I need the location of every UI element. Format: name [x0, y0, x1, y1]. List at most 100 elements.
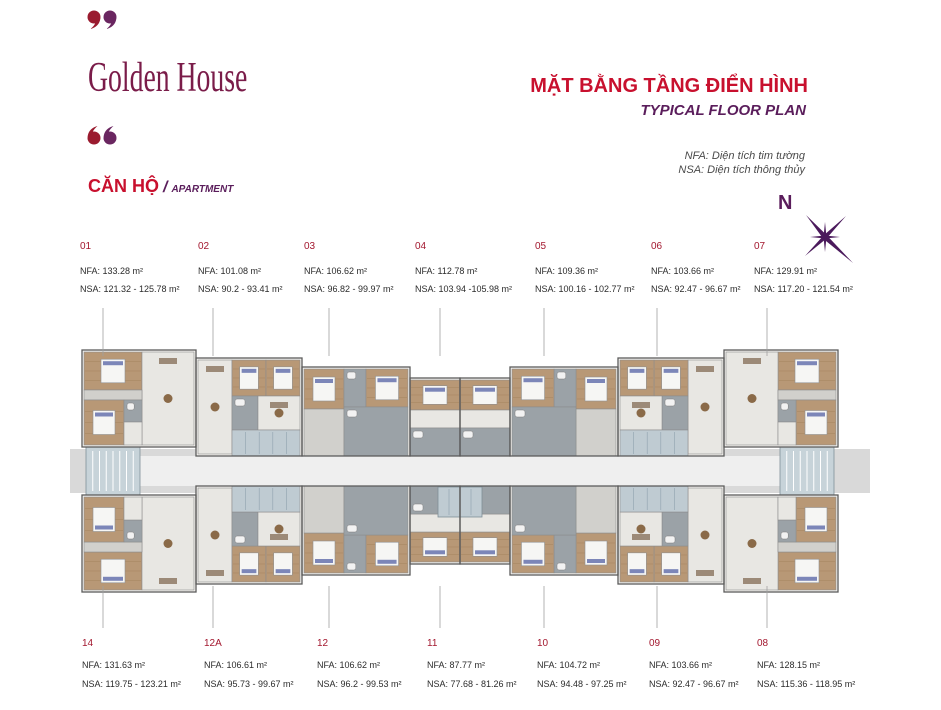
bath-fixture: [780, 531, 789, 540]
unit-nsa: NSA: 121.32 - 125.78 m²: [80, 284, 180, 294]
bath-fixture: [556, 371, 567, 380]
pillow: [523, 378, 543, 383]
unit-nfa: NFA: 101.08 m²: [198, 266, 262, 276]
page-title-vietnamese: MẶT BẰNG TẦNG ĐIỂN HÌNH: [530, 75, 808, 97]
unit-nfa: NFA: 106.61 m²: [204, 660, 268, 670]
pillow: [377, 378, 397, 383]
ornament-top-icon: [87, 10, 117, 29]
kitchen-area: [303, 485, 345, 534]
unit-nsa: NSA: 92.47 - 96.67 m²: [649, 679, 739, 689]
bath-fixture: [126, 402, 135, 411]
unit-nfa: NFA: 104.72 m²: [537, 660, 601, 670]
unit-label-top: 07 NFA: 129.91 m² NSA: 117.20 - 121.54 m…: [754, 241, 864, 297]
bath-fixture: [514, 409, 526, 418]
kitchen-area: [303, 408, 345, 457]
unit-label-bottom: 12 NFA: 106.62 m² NSA: 96.2 - 99.53 m²: [317, 638, 427, 694]
unit-nsa: NSA: 94.48 - 97.25 m²: [537, 679, 627, 689]
unit-nfa: NFA: 87.77 m²: [427, 660, 486, 670]
ornament-drop-purple: [103, 10, 117, 29]
brand-logo: Golden House: [88, 55, 248, 101]
dining-table: [210, 530, 220, 540]
ornament-drop-head: [103, 131, 117, 145]
unit-nfa: NFA: 106.62 m²: [304, 266, 368, 276]
ornament-bottom-icon: [87, 126, 117, 145]
unit-label-bottom: 11 NFA: 87.77 m² NSA: 77.68 - 81.26 m²: [427, 638, 537, 694]
pillow: [95, 412, 113, 417]
pillow: [587, 559, 605, 563]
section-heading: CĂN HỘ / APARTMENT: [88, 176, 233, 200]
pillow: [315, 379, 333, 383]
pillow: [629, 368, 645, 373]
pillow: [275, 368, 291, 373]
ornament-drop-tail: [103, 126, 114, 137]
bath-fixture: [412, 503, 424, 512]
pillow: [275, 569, 291, 574]
unit-nsa: NSA: 115.36 - 118.95 m²: [757, 679, 856, 689]
sofa: [632, 402, 650, 408]
unit-nfa: NFA: 109.36 m²: [535, 266, 599, 276]
sofa: [159, 358, 177, 364]
floor-plan: [70, 308, 870, 628]
pillow: [663, 569, 679, 574]
bath-fixture: [346, 371, 357, 380]
unit-label-bottom: 10 NFA: 104.72 m² NSA: 94.48 - 97.25 m²: [537, 638, 647, 694]
unit-number: 04: [415, 241, 427, 252]
sofa: [696, 570, 714, 576]
unit-nsa: NSA: 90.2 - 93.41 m²: [198, 284, 283, 294]
unit-nfa: NFA: 103.66 m²: [649, 660, 713, 670]
unit-nsa: NSA: 117.20 - 121.54 m²: [754, 284, 853, 294]
building-wall: [459, 485, 511, 565]
sofa: [206, 366, 224, 372]
unit-number: 09: [649, 638, 661, 649]
dining-table: [163, 539, 173, 548]
dining-table: [210, 402, 220, 412]
ornament-drop-head: [87, 10, 101, 24]
dining-table: [636, 408, 646, 418]
legend-nsa: NSA: Diện tích thông thủy: [678, 164, 805, 176]
compass-star-icon: [805, 215, 853, 263]
ornament-drop-tail: [106, 18, 117, 29]
unit-label-bottom: 09 NFA: 103.66 m² NSA: 92.47 - 96.67 m²: [649, 638, 759, 694]
dining-table: [163, 394, 173, 403]
unit-number: 05: [535, 241, 547, 252]
legend-nfa: NFA: Diện tích tim tường: [684, 150, 805, 162]
ornament-drop-head: [87, 131, 101, 145]
living-area: [459, 409, 511, 429]
elevator-core: [231, 485, 301, 513]
dining-table: [274, 408, 284, 418]
unit-number: 12A: [204, 638, 222, 649]
pillow: [663, 368, 679, 373]
compass-ray-horizontal: [810, 235, 840, 239]
unit-nfa: NFA: 129.91 m²: [754, 266, 818, 276]
section-title-vietnamese: CĂN HỘ: [88, 176, 159, 196]
living-area: [123, 496, 143, 521]
living-area: [777, 496, 797, 521]
unit-label-top: 06 NFA: 103.66 m² NSA: 92.47 - 96.67 m²: [651, 241, 761, 297]
pillow: [797, 361, 817, 366]
unit-nsa: NSA: 100.16 - 102.77 m²: [535, 284, 635, 294]
ornament-drop-purple: [103, 126, 117, 145]
pillow: [807, 412, 825, 417]
compass-north-label: N: [778, 192, 793, 214]
pillow: [241, 368, 257, 373]
unit-label-bottom: 14 NFA: 131.63 m² NSA: 119.75 - 123.21 m…: [82, 638, 192, 694]
unit-number: 14: [82, 638, 94, 649]
section-title-english: APARTMENT: [171, 184, 234, 195]
kitchen-area: [575, 485, 617, 534]
unit-number: 07: [754, 241, 766, 252]
sofa: [743, 358, 761, 364]
bath-fixture: [234, 398, 246, 407]
ornament-drop-red: [87, 126, 101, 145]
compass-ray-long: [806, 215, 853, 263]
bath-fixture: [412, 430, 424, 439]
elevator-core: [231, 429, 301, 457]
pillow: [95, 525, 113, 530]
sofa: [206, 570, 224, 576]
pillow: [103, 576, 123, 581]
bath-fixture: [346, 409, 358, 418]
unit-nfa: NFA: 131.63 m²: [82, 660, 146, 670]
sofa: [159, 578, 177, 584]
unit-label-top: 01 NFA: 133.28 m² NSA: 121.32 - 125.78 m…: [80, 241, 190, 297]
bath-fixture: [556, 562, 567, 571]
bath-fixture: [126, 531, 135, 540]
